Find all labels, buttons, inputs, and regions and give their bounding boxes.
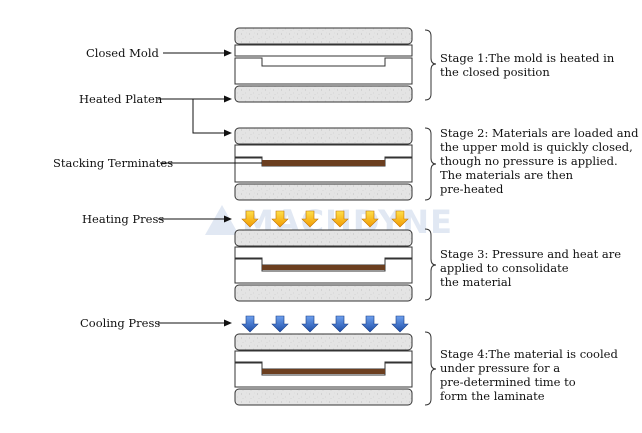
stage-4-description: Stage 4:The material is cooled under pre… (440, 347, 622, 403)
stage-2-bracket (424, 127, 437, 201)
pointer-arrow (158, 215, 232, 223)
label-cooling-press: Cooling Press (80, 316, 160, 330)
stage-1-line-2: the closed position (440, 65, 550, 79)
pointer-elbow-arrow (192, 99, 232, 137)
cool-arrow (391, 315, 409, 333)
top-platen (234, 27, 413, 45)
heating-arrows (241, 210, 409, 228)
label-heating-press: Heating Press (82, 212, 164, 226)
cool-arrow (361, 315, 379, 333)
upper-mold (234, 44, 413, 57)
stage-1-description: Stage 1:The mold is heated in the closed… (440, 51, 618, 79)
label-stacking-terminates: Stacking Terminates (53, 156, 173, 170)
stage-2-line-4: The materials are then (440, 168, 574, 182)
stage-2-mold (234, 127, 413, 201)
stage-1-mold (234, 27, 413, 103)
cool-arrow (331, 315, 349, 333)
heat-arrow (241, 210, 259, 228)
stage-4-mold (234, 333, 413, 406)
stage-3-line-3: the material (440, 275, 512, 289)
stage-4-line-2: under pressure for a (440, 361, 560, 375)
pointer-arrow (163, 49, 232, 57)
cool-arrow (241, 315, 259, 333)
lower-mold (234, 258, 413, 284)
cooling-arrows (241, 315, 409, 333)
bottom-platen (234, 85, 413, 103)
stage-3-bracket (424, 228, 437, 301)
pointer-arrow (158, 319, 232, 327)
heat-arrow (301, 210, 319, 228)
stage-2-line-2: the upper mold is quickly closed, (440, 140, 633, 154)
stage-1-line-1: Stage 1:The mold is heated in (440, 51, 615, 65)
lower-mold (234, 362, 413, 388)
cool-arrow (271, 315, 289, 333)
label-heated-platen: Heated Platen (79, 92, 163, 106)
stage-3-line-2: applied to consolidate (440, 261, 569, 275)
stage-2-line-1: Stage 2: Materials are loaded and (440, 126, 639, 140)
bottom-platen (234, 388, 413, 406)
material-layer (262, 369, 385, 374)
heat-arrow (271, 210, 289, 228)
top-platen (234, 127, 413, 145)
heat-arrow (391, 210, 409, 228)
heat-arrow (361, 210, 379, 228)
stage-4-bracket (424, 331, 437, 406)
top-platen (234, 229, 413, 247)
stage-3-description: Stage 3: Pressure and heat are applied t… (440, 247, 625, 289)
top-platen (234, 333, 413, 351)
stage-2-description: Stage 2: Materials are loaded and the up… (440, 126, 642, 196)
material-layer (262, 265, 385, 270)
stage-4-line-1: Stage 4:The material is cooled (440, 347, 618, 361)
stage-3-line-1: Stage 3: Pressure and heat are (440, 247, 621, 261)
label-closed-mold: Closed Mold (86, 46, 160, 60)
stage-3-mold (234, 229, 413, 302)
pointer-arrow (158, 95, 232, 103)
lower-mold (234, 57, 413, 85)
stage-2-line-3: though no pressure is applied. (440, 154, 618, 168)
heat-arrow (331, 210, 349, 228)
cool-arrow (301, 315, 319, 333)
stage-4-line-3: pre-determined time to (440, 375, 576, 389)
bottom-platen (234, 183, 413, 201)
bottom-platen (234, 284, 413, 302)
stage-1-bracket (424, 29, 437, 101)
material-layer-front (262, 160, 385, 166)
stage-2-line-5: pre-heated (440, 182, 504, 196)
stage-4-line-4: form the laminate (440, 389, 545, 403)
